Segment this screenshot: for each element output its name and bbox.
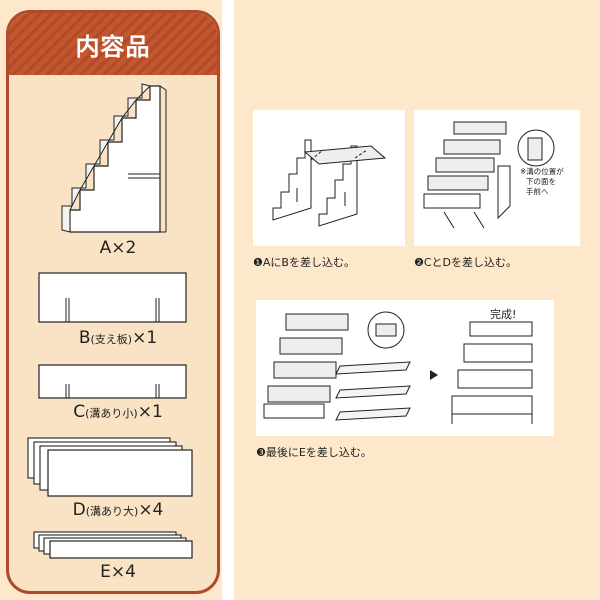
step-2-note-line-1: ※溝の位置が [520,166,564,176]
part-d-illustration [27,437,193,497]
step-3-done-label: 完成! [490,307,516,321]
step-3-caption: ❸最後にEを差し込む。 [256,444,372,460]
part-b-desc: (支え板) [90,333,133,346]
part-a-label: A×2 [99,238,137,258]
part-c-letter: C [73,402,86,422]
step-2-caption: ❷CとDを差し込む。 [414,254,517,270]
part-d-desc: (溝あり大) [85,505,139,518]
part-a-illustration [61,83,167,233]
divider-strip [222,0,234,600]
part-c-qty: ×1 [137,402,163,422]
contents-header: 内容品 [9,13,217,75]
step-2-note-line-2: 下の面を [526,177,556,186]
contents-title: 内容品 [75,33,151,61]
step-1-caption: ❶AにBを差し込む。 [253,254,355,270]
step-3-text: 最後にEを差し込む。 [265,446,372,459]
step-1-panel [253,110,405,246]
part-e-label: E×4 [100,562,136,582]
part-c-illustration [38,364,187,399]
part-b-letter: B [78,328,91,348]
part-c-label: C(溝あり小)×1 [14,402,222,422]
part-d-qty: ×4 [138,500,164,520]
step-2-panel: ※溝の位置が 下の面を 手前へ [414,110,580,246]
step-2-marker: ❷ [414,256,424,269]
step-2-text: CとDを差し込む。 [423,256,518,269]
step-1-text: AにBを差し込む。 [262,256,355,269]
step-1-marker: ❶ [253,256,263,269]
part-b-qty: ×1 [132,328,158,348]
part-d-letter: D [72,500,86,520]
step-3-marker: ❸ [256,446,266,459]
step-2-illustration: ※溝の位置が 下の面を 手前へ [423,121,564,229]
part-b-illustration [38,272,187,323]
part-e-illustration [33,531,193,559]
step-3-illustration: 完成! [263,307,533,424]
part-c-desc: (溝あり小) [85,407,138,420]
step-3-panel: 完成! [256,300,554,436]
step-2-note-line-3: 手前へ [526,186,549,196]
step-1-illustration [272,139,387,227]
part-d-label: D(溝あり大)×4 [14,500,222,520]
part-b-label: B(支え板)×1 [14,328,222,348]
